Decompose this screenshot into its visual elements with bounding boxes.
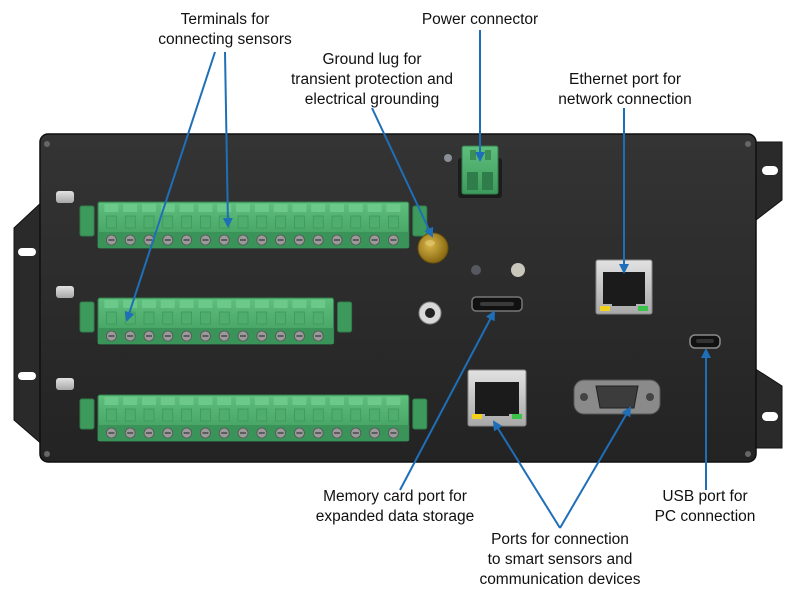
label-ethernet-line-2: network connection [558, 91, 692, 108]
terminal-screw[interactable] [292, 300, 307, 342]
label-memory-line-2: expanded data storage [315, 508, 475, 525]
label-ethernet: Ethernet port for network connection [540, 70, 710, 110]
label-ports-line-2: to smart sensors and [487, 551, 633, 568]
terminal-screw[interactable] [160, 397, 175, 439]
arrow-memory [399, 310, 495, 491]
right-mounting-bracket [753, 141, 783, 449]
arrow-terminals-1 [222, 51, 233, 228]
terminal-block-row-2[interactable] [79, 297, 353, 345]
db9-serial-port-icon[interactable] [573, 379, 661, 415]
terminal-screw[interactable] [179, 300, 194, 342]
micro-usb-port-icon[interactable] [689, 334, 721, 349]
indicator-led-icon [511, 263, 525, 277]
terminal-screw[interactable] [217, 300, 232, 342]
arrow-ground [371, 107, 434, 238]
label-ground-line-1: Ground lug for [322, 51, 422, 68]
label-usb-line-1: USB port for [662, 488, 748, 505]
terminal-screw[interactable] [254, 397, 269, 439]
terminal-screw[interactable] [386, 397, 401, 439]
terminal-screw[interactable] [348, 397, 363, 439]
label-ethernet-line-1: Ethernet port for [568, 71, 681, 88]
label-ports-line-1: Ports for connection [491, 531, 629, 548]
terminal-block-row-3[interactable] [79, 394, 428, 442]
callout-arrows [124, 30, 711, 529]
terminal-screw[interactable] [123, 397, 138, 439]
terminal-screw[interactable] [198, 204, 213, 246]
terminal-screw[interactable] [142, 397, 156, 439]
left-edge-tabs [56, 191, 74, 390]
label-terminals-line-1: Terminals for [180, 11, 270, 28]
label-ground-line-3: electrical grounding [304, 91, 440, 108]
label-ground: Ground lug for transient protection and … [272, 50, 472, 110]
power-connector-icon[interactable] [458, 145, 502, 198]
terminal-screw[interactable] [386, 204, 401, 246]
terminal-screw[interactable] [142, 300, 156, 342]
terminal-screw[interactable] [367, 397, 382, 439]
left-mounting-bracket [13, 198, 45, 448]
status-led-icon [444, 154, 452, 162]
terminal-screw[interactable] [273, 300, 288, 342]
terminal-screw[interactable] [198, 300, 213, 342]
microsd-slot-icon[interactable] [471, 296, 523, 312]
label-usb-line-2: PC connection [654, 508, 756, 525]
terminal-screw[interactable] [273, 397, 288, 439]
arrow-terminals-2 [124, 51, 216, 322]
terminal-screw[interactable] [104, 300, 119, 342]
audio-jack-icon[interactable] [418, 301, 442, 325]
terminal-screw[interactable] [198, 397, 213, 439]
terminal-screw[interactable] [160, 204, 175, 246]
terminal-block-row-1[interactable] [79, 201, 428, 249]
terminal-screw[interactable] [292, 204, 307, 246]
terminal-screw[interactable] [254, 300, 269, 342]
label-terminals: Terminals for connecting sensors [140, 10, 310, 50]
terminal-screw[interactable] [348, 204, 363, 246]
indicator-led-icon [471, 265, 481, 275]
terminal-screw[interactable] [179, 397, 194, 439]
label-memory-line-1: Memory card port for [323, 488, 467, 505]
terminal-screw[interactable] [254, 204, 269, 246]
terminal-screw[interactable] [104, 397, 119, 439]
arrow-ports-2 [559, 406, 632, 529]
terminal-screw[interactable] [236, 397, 250, 439]
terminal-screw[interactable] [311, 204, 326, 246]
terminal-screw[interactable] [123, 204, 138, 246]
terminal-screw[interactable] [160, 300, 175, 342]
terminal-screw[interactable] [330, 204, 344, 246]
label-usb: USB port for PC connection [640, 487, 770, 527]
label-ports: Ports for connection to smart sensors an… [470, 530, 650, 590]
terminal-screw[interactable] [236, 300, 250, 342]
terminal-screw[interactable] [123, 300, 138, 342]
terminal-screw[interactable] [292, 397, 307, 439]
terminal-screw[interactable] [217, 397, 232, 439]
label-power: Power connector [400, 10, 560, 30]
terminal-screw[interactable] [104, 204, 119, 246]
chassis-screws [44, 141, 751, 457]
smart-sensor-port-icon[interactable] [467, 369, 527, 427]
terminal-screw[interactable] [311, 300, 326, 342]
arrow-ports-1 [492, 420, 561, 529]
label-ground-line-2: transient protection and [291, 71, 453, 88]
terminal-screw[interactable] [236, 204, 250, 246]
label-memory: Memory card port for expanded data stora… [300, 487, 490, 527]
terminal-screw[interactable] [330, 397, 344, 439]
terminal-screw[interactable] [367, 204, 382, 246]
label-terminals-line-2: connecting sensors [158, 31, 292, 48]
label-power-line-1: Power connector [421, 11, 539, 28]
label-ports-line-3: communication devices [479, 571, 641, 588]
terminal-screw[interactable] [217, 204, 232, 246]
ground-lug-icon[interactable] [417, 232, 449, 264]
terminal-screw[interactable] [273, 204, 288, 246]
terminal-screw[interactable] [311, 397, 326, 439]
terminal-screw[interactable] [179, 204, 194, 246]
